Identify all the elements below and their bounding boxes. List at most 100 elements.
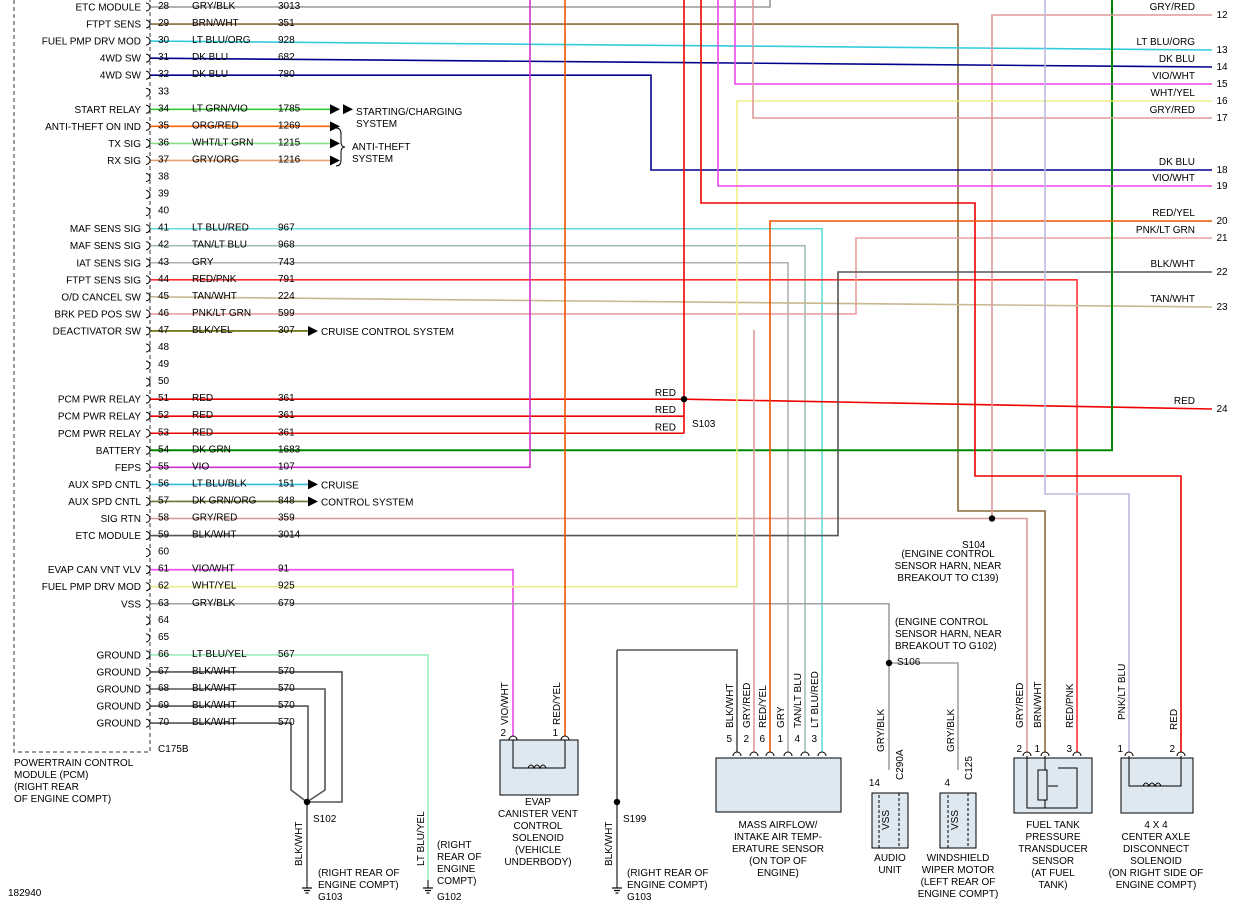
pin-number: 70 bbox=[158, 717, 170, 728]
connector-id: C125 bbox=[964, 756, 975, 780]
pin-terminal bbox=[145, 633, 151, 643]
component-pin: 1 bbox=[777, 734, 783, 745]
circuit-number: 780 bbox=[278, 69, 295, 80]
pin-number: 59 bbox=[158, 530, 170, 541]
right-pin-number: 14 bbox=[1216, 62, 1228, 73]
pin-terminal bbox=[145, 548, 151, 558]
wire-color-label: DK BLU bbox=[192, 52, 228, 63]
circuit-number: 361 bbox=[278, 427, 295, 438]
pin-function: ANTI-THEFT ON IND bbox=[45, 122, 141, 133]
pin-function: MAF SENS SIG bbox=[70, 241, 141, 252]
wire-gry-red-12 bbox=[991, 14, 1212, 519]
right-wire-label: DK BLU bbox=[1159, 157, 1195, 168]
pin-terminal bbox=[145, 360, 151, 370]
pin-number: 62 bbox=[158, 581, 170, 592]
pin-terminal bbox=[145, 121, 151, 131]
wire-color-label: VIO/WHT bbox=[192, 564, 235, 575]
pin-terminal bbox=[145, 258, 151, 268]
right-pin-number: 15 bbox=[1216, 79, 1228, 90]
pin-function: AUX SPD CNTL bbox=[68, 480, 141, 491]
wire-color-label: LT BLU/RED bbox=[192, 223, 249, 234]
pin-function: GROUND bbox=[97, 650, 141, 661]
splice-caption: BREAKOUT TO C139) bbox=[897, 573, 998, 584]
component-wire-label: RED/YEL bbox=[552, 682, 563, 725]
pin-number: 64 bbox=[158, 615, 170, 626]
pin-function: START RELAY bbox=[74, 105, 141, 116]
right-pin-number: 22 bbox=[1216, 267, 1228, 278]
maf-caption: INTAKE AIR TEMP- bbox=[734, 832, 822, 843]
splice-caption: (ENGINE CONTROL bbox=[901, 549, 995, 560]
pin-terminal bbox=[145, 87, 151, 97]
axle-terminal bbox=[1176, 751, 1186, 757]
pin-terminal bbox=[145, 53, 151, 63]
wire-color-label: GRY/BLK bbox=[192, 1, 235, 12]
component-wire-label: BLK/WHT bbox=[725, 684, 736, 728]
wire-color-label: BLK/WHT bbox=[192, 530, 236, 541]
pin-terminal bbox=[145, 2, 151, 12]
arrow-head bbox=[308, 479, 318, 490]
circuit-number: 1785 bbox=[278, 103, 301, 114]
arrow-head bbox=[330, 121, 340, 132]
evap-coil bbox=[512, 740, 566, 769]
circuit-number: 1215 bbox=[278, 137, 301, 148]
pin-number: 37 bbox=[158, 154, 170, 165]
right-pin-number: 12 bbox=[1216, 10, 1228, 21]
maf-terminal bbox=[749, 751, 759, 757]
wire-color-label: LT BLU/YEL bbox=[192, 649, 247, 660]
wire-color-label: BLK/WHT bbox=[192, 717, 236, 728]
component-wire-label: GRY/RED bbox=[1015, 683, 1026, 728]
pin-terminal bbox=[145, 394, 151, 404]
pcm-caption: (RIGHT REAR bbox=[14, 782, 79, 793]
wire-gry-red-17 bbox=[752, 0, 1212, 119]
pin-number: 41 bbox=[158, 223, 170, 234]
wire-3014 bbox=[150, 271, 1212, 537]
ground-wire-label: LT BLU/YEL bbox=[416, 811, 427, 866]
pin-number: 67 bbox=[158, 666, 170, 677]
axle-caption: 4 X 4 bbox=[1144, 820, 1168, 831]
pin-function: SIG RTN bbox=[101, 514, 141, 525]
wire-color-label: DK GRN/ORG bbox=[192, 495, 257, 506]
circuit-number: 3014 bbox=[278, 530, 301, 541]
wire-682 bbox=[149, 57, 1213, 68]
pin-function: 4WD SW bbox=[100, 54, 142, 65]
right-pin-number: 16 bbox=[1216, 96, 1228, 107]
ground-caption: ENGINE COMPT) bbox=[627, 880, 708, 891]
wiper-caption: (LEFT REAR OF bbox=[921, 877, 996, 888]
maf-terminal bbox=[817, 751, 827, 757]
pin-number: 32 bbox=[158, 69, 170, 80]
brace bbox=[335, 127, 346, 167]
pin-number: 35 bbox=[158, 120, 170, 131]
wire-color-label: RED bbox=[192, 427, 213, 438]
right-pin-number: 23 bbox=[1216, 302, 1228, 313]
pin-function: GROUND bbox=[97, 667, 141, 678]
pin-terminal bbox=[145, 292, 151, 302]
pin-function: MAF SENS SIG bbox=[70, 224, 141, 235]
evap-caption: UNDERBODY) bbox=[504, 857, 571, 868]
ground-id: G103 bbox=[627, 892, 652, 903]
axle-caption: CENTER AXLE bbox=[1122, 832, 1191, 843]
wire-color-label: DK BLU bbox=[192, 69, 228, 80]
pin-terminal bbox=[145, 616, 151, 626]
arrow-head bbox=[308, 325, 318, 336]
wire-red-24 bbox=[683, 398, 1213, 410]
pin-number: 45 bbox=[158, 291, 170, 302]
pin-number: 33 bbox=[158, 86, 170, 97]
pin-terminal bbox=[145, 377, 151, 387]
wire-791 bbox=[150, 278, 1078, 752]
pin-function: FUEL PMP DRV MOD bbox=[42, 582, 141, 593]
circuit-number: 151 bbox=[278, 478, 295, 489]
right-pin-number: 24 bbox=[1216, 404, 1228, 415]
circuit-number: 570 bbox=[278, 666, 295, 677]
wire-vio-wht-15 bbox=[734, 0, 1212, 85]
evap-caption: (VEHICLE bbox=[515, 845, 561, 856]
right-wire-label: PNK/LT GRN bbox=[1136, 225, 1195, 236]
wire-color-label: GRY/BLK bbox=[192, 598, 235, 609]
wire-224 bbox=[149, 296, 1213, 308]
component-pin: 2 bbox=[500, 728, 506, 739]
pin-number: 48 bbox=[158, 342, 170, 353]
splice-caption: (ENGINE CONTROL bbox=[895, 617, 989, 628]
axle-caption: SOLENOID bbox=[1130, 856, 1182, 867]
circuit-number: 361 bbox=[278, 410, 295, 421]
ground-caption: COMPT) bbox=[437, 876, 476, 887]
pin-number: 55 bbox=[158, 461, 170, 472]
